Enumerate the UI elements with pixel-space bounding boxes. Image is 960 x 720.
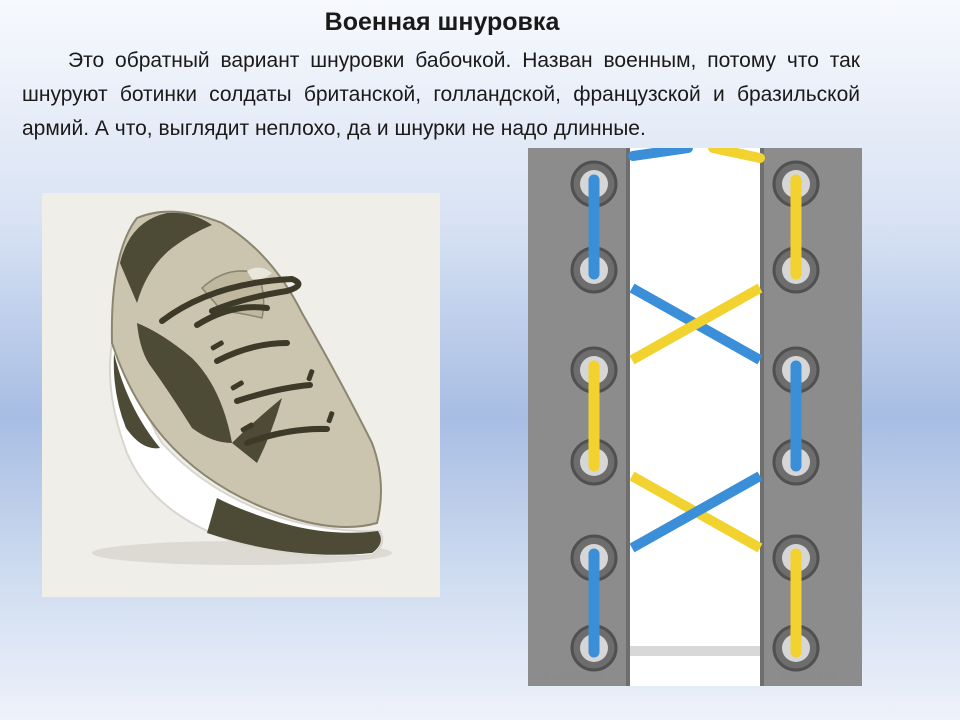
side-stripe [137, 323, 232, 443]
left-eyestay [528, 148, 630, 686]
toe-rubber [207, 498, 381, 555]
tongue-logo [247, 267, 272, 280]
lace-yellow-cross [629, 283, 763, 365]
sneaker-photo-icon [92, 210, 392, 565]
lace-row [234, 382, 313, 404]
shoe-photo [42, 193, 440, 597]
vertical-lace-runs [588, 174, 802, 658]
lace-yellow-top [708, 143, 765, 163]
description-paragraph: Это обратный вариант шнуровки бабочкой. … [22, 49, 860, 140]
shoe-upper [110, 210, 382, 528]
lace-bow [159, 275, 302, 324]
lace-blue-top [628, 143, 693, 161]
sole [108, 342, 384, 558]
lace-row [194, 304, 270, 328]
watermark-right: FIEGGEN.COM [780, 673, 837, 682]
lacing-diagram-svg: © IAN FIEGGEN FIEGGEN.COM [528, 143, 862, 686]
lace-row [244, 425, 330, 446]
shoe-eyelets [210, 340, 335, 433]
watermark-left: © IAN FIEGGEN [542, 673, 604, 682]
lace-blue-cross [629, 471, 763, 553]
lace-bottom-bar [630, 646, 760, 656]
heel-counter [113, 353, 160, 449]
right-eyestay [760, 148, 862, 686]
shoe-collar [120, 212, 212, 303]
lace-row [214, 340, 290, 364]
lacing-diagram: © IAN FIEGGEN FIEGGEN.COM [528, 143, 862, 686]
side-stripe-tip [232, 398, 282, 463]
slide-title: Военная шнуровка [324, 8, 560, 36]
